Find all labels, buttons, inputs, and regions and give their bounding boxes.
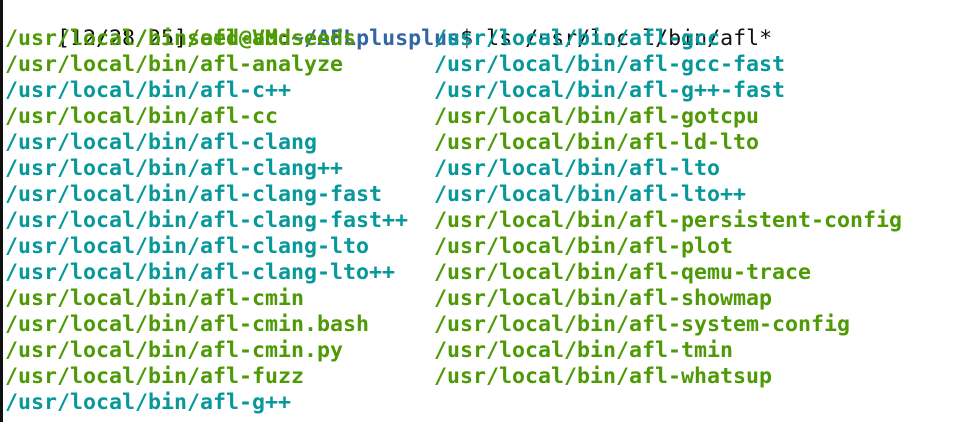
text-cursor-bar	[0, 0, 3, 422]
file-entry: /usr/local/bin/afl-clang-fast	[5, 182, 383, 207]
file-entry: /usr/local/bin/afl-whatsup	[434, 364, 773, 389]
prompt-timestamp: [12/28/25]	[57, 26, 188, 51]
file-entry: /usr/local/bin/afl-analyze	[5, 52, 344, 77]
file-entry: /usr/local/bin/afl-qemu-trace	[434, 260, 812, 285]
file-entry: /usr/local/bin/afl-plot	[434, 234, 734, 259]
file-entry: /usr/local/bin/afl-clang-fast++	[5, 208, 409, 233]
file-entry: /usr/local/bin/afl-gotcpu	[434, 104, 760, 129]
prompt-separator: :	[278, 26, 292, 51]
ls-output-listing: /usr/local/bin/afl-addseeds/usr/local/bi…	[5, 26, 954, 422]
file-entry: /usr/local/bin/afl-addseeds	[5, 26, 357, 51]
file-entry: /usr/local/bin/afl-ld-lto	[434, 130, 760, 155]
file-entry: /usr/local/bin/afl-tmin	[434, 338, 734, 363]
file-entry: /usr/local/bin/afl-system-config	[434, 312, 851, 337]
file-entry: /usr/local/bin/afl-fuzz	[5, 364, 305, 389]
file-entry: /usr/local/bin/afl-clang++	[5, 156, 344, 181]
prompt-command: ls /usr/local/bin/afl*	[473, 26, 773, 51]
file-entry: /usr/local/bin/afl-gcc	[434, 26, 721, 51]
file-entry: /usr/local/bin/afl-clang	[5, 130, 318, 155]
file-entry: /usr/local/bin/afl-g++	[5, 390, 292, 415]
prompt-user-host: seed@VM	[187, 26, 279, 51]
file-entry: /usr/local/bin/afl-cmin.py	[5, 338, 344, 363]
file-entry: /usr/local/bin/afl-cmin	[5, 286, 305, 311]
prompt-cwd: ~/AFLplusplus	[291, 26, 461, 51]
prompt-symbol: $	[460, 26, 474, 51]
file-entry: /usr/local/bin/afl-persistent-config	[434, 208, 903, 233]
file-entry: /usr/local/bin/afl-cc	[5, 104, 279, 129]
file-entry: /usr/local/bin/afl-gcc-fast	[434, 52, 786, 77]
file-entry: /usr/local/bin/afl-lto++	[434, 182, 747, 207]
file-entry: /usr/local/bin/afl-cmin.bash	[5, 312, 370, 337]
file-entry: /usr/local/bin/afl-showmap	[434, 286, 773, 311]
file-entry: /usr/local/bin/afl-g++-fast	[434, 78, 786, 103]
file-entry: /usr/local/bin/afl-c++	[5, 78, 292, 103]
file-entry: /usr/local/bin/afl-lto	[434, 156, 721, 181]
prompt-line: [12/28/25]seed@VM:~/AFLplusplus$ ls /usr…	[5, 0, 772, 51]
file-entry: /usr/local/bin/afl-clang-lto++	[5, 260, 396, 285]
file-entry: /usr/local/bin/afl-clang-lto	[5, 234, 370, 259]
